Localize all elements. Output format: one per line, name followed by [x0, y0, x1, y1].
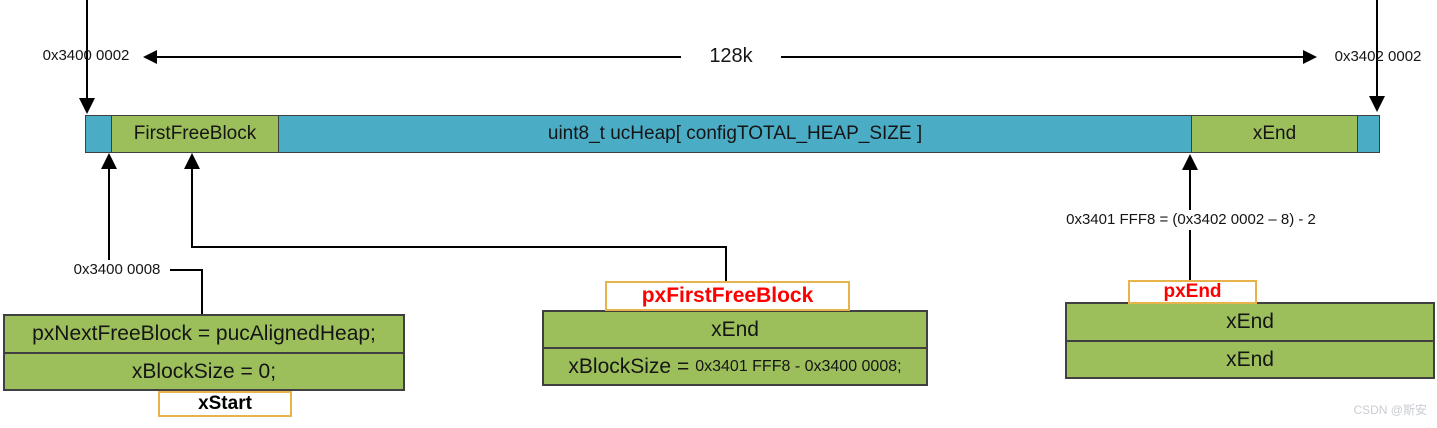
first-free-block: xEnd xBlockSize = 0x3401 FFF8 - 0x3400 0… [542, 310, 928, 386]
up-arrow-icon [101, 153, 117, 169]
bar-segment-pad-right [1357, 115, 1380, 153]
left-address-label: 0x3400 0002 [42, 47, 130, 64]
down-arrow-icon [79, 98, 95, 114]
right-address-label: 0x3402 0002 [1334, 48, 1422, 65]
first-free-connector-v1 [191, 168, 193, 248]
aligned-heap-address-label: 0x3400 0008 [73, 261, 161, 278]
xblocksize-value: 0x3401 FFF8 - 0x3400 0008; [695, 357, 902, 375]
xend-address-formula: 0x3401 FFF8 = (0x3402 0002 – 8) - 2 [1040, 210, 1342, 230]
px-end-tag: pxEnd [1128, 280, 1257, 304]
aligned-heap-connector-h [170, 269, 203, 271]
bar-segment-pad-left [85, 115, 112, 153]
first-free-row-xblocksize: xBlockSize = 0x3401 FFF8 - 0x3400 0008; [544, 347, 926, 384]
bar-segment-first-free-block: FirstFreeBlock [111, 115, 279, 153]
xblocksize-prefix: xBlockSize = [568, 355, 690, 378]
bar-segment-xend: xEnd [1191, 115, 1358, 153]
xstart-tag: xStart [158, 391, 292, 417]
up-arrow-icon [1182, 154, 1198, 170]
right-arrow-icon [1303, 50, 1317, 64]
xstart-row-xblocksize: xBlockSize = 0; [5, 351, 403, 390]
left-address-pointer-line [86, 0, 88, 98]
aligned-heap-connector-v [201, 269, 203, 315]
down-arrow-icon [1369, 96, 1385, 112]
xend-row-1: xEnd [1226, 310, 1274, 334]
span-size-label: 128k [681, 43, 781, 69]
right-address-pointer-line [1376, 0, 1378, 96]
first-free-connector-h [191, 246, 727, 248]
px-first-free-block-tag: pxFirstFreeBlock [605, 281, 850, 311]
left-arrow-icon [143, 50, 157, 64]
xend-block: xEnd xEnd [1065, 302, 1435, 379]
bar-segment-ucheap: uint8_t ucHeap[ configTOTAL_HEAP_SIZE ] [278, 115, 1192, 153]
xstart-block: pxNextFreeBlock = pucAlignedHeap; xBlock… [3, 314, 405, 391]
aligned-heap-arrow-line [108, 168, 110, 260]
xstart-row-pxnextfreeblock: pxNextFreeBlock = pucAlignedHeap; [32, 322, 376, 346]
xend-row-2: xEnd [1067, 339, 1433, 378]
watermark: CSDN @斯安 [1353, 403, 1427, 417]
first-free-connector-v2 [725, 246, 727, 282]
first-free-row-xend: xEnd [711, 318, 759, 341]
up-arrow-icon [184, 153, 200, 169]
